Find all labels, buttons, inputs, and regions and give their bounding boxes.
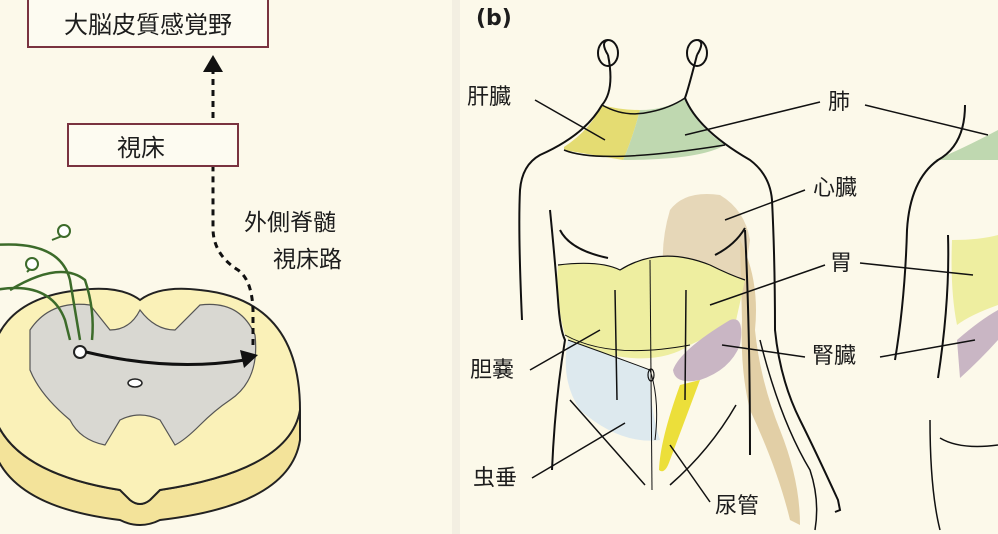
label-heart: 心臓 [813,176,858,201]
receptor-icon [25,257,39,271]
label-lung: 肺 [828,90,851,115]
thalamus-box: 視床 [67,123,239,167]
stomach-zone [557,256,745,359]
ureter-zone [659,380,700,472]
lung-zone [623,98,725,160]
cortex-box: 大脳皮質感覚野 [27,0,269,48]
ureter-back-zone [740,240,800,525]
sensory-nerve [0,286,72,341]
body-outline [518,39,998,531]
leader-lines [529,99,989,503]
pathway-arrow [85,350,246,366]
body-diagram [518,39,998,531]
cortex-label: 大脳皮質感覚野 [64,10,232,39]
panel-letter: (b) [476,6,512,31]
liver-zone [564,105,640,160]
sensory-nerve [9,270,94,341]
label-ureter: 尿管 [715,494,760,519]
dashed-tract-line [211,165,255,345]
ear-icon [597,39,619,67]
label-stomach: 胃 [830,251,853,276]
panel-a-spinothalamic-tract: 大脳皮質感覚野 視床 外側脊髄 視床路 [0,0,452,534]
tract-label-line2: 視床路 [273,247,342,273]
spinal-cord-diagram [0,55,302,526]
central-canal [127,378,143,388]
label-liver: 肝臓 [467,85,512,110]
gray-matter [29,303,257,446]
thalamus-label: 視床 [117,133,165,162]
receptor-icon [57,224,71,238]
panel-b-referred-pain-map: (b) 肝臓 肺 心臓 胃 腎臓 胆嚢 虫垂 尿管 [460,0,998,534]
sensory-nerve [0,243,82,341]
arrowhead-icon [203,55,223,72]
ear-icon [686,39,708,67]
arrowhead-icon [240,350,258,368]
kidney-zone [673,319,742,382]
label-appendix: 虫垂 [473,466,518,491]
label-gallbladder: 胆嚢 [470,358,515,383]
label-kidney: 腎臓 [812,344,857,369]
tract-label-line1: 外側脊髄 [244,210,336,236]
